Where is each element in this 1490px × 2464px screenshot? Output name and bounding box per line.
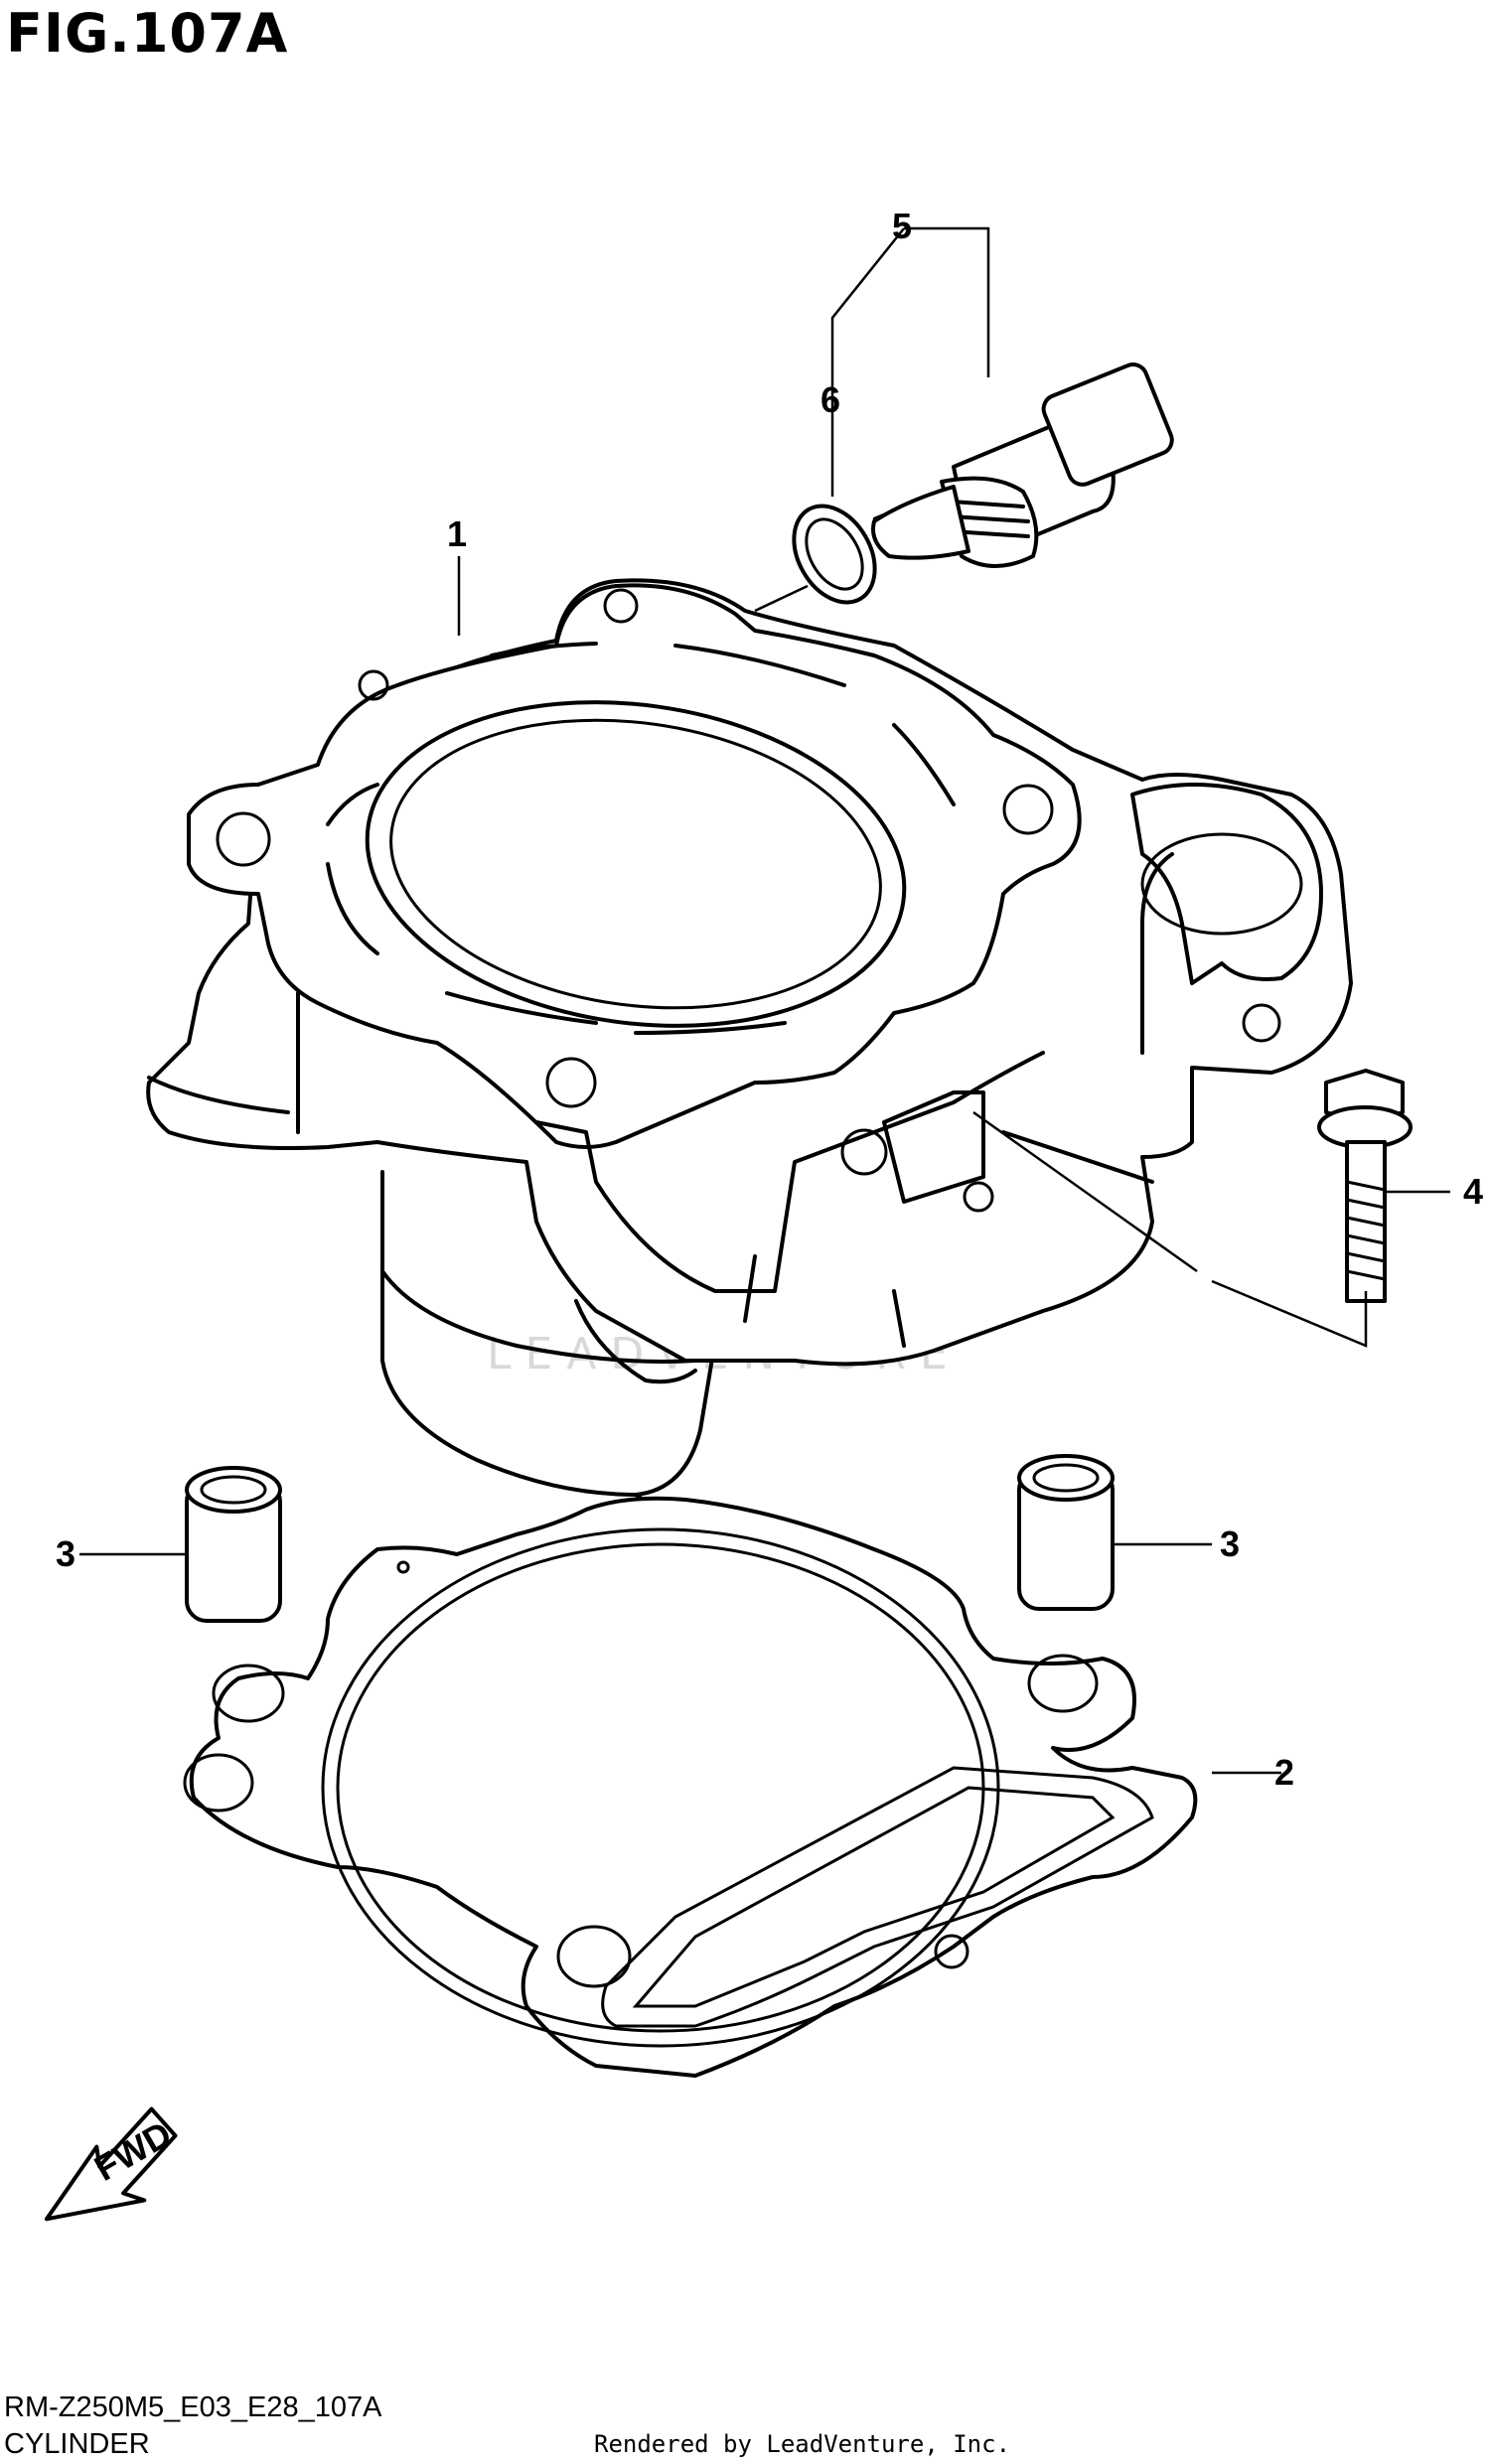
callout-4: 4: [1463, 1171, 1483, 1212]
figure-code: RM-Z250M5_E03_E28_107A: [4, 2392, 382, 2423]
o-ring: [792, 504, 877, 605]
cylinder-base-gasket: [183, 1496, 1198, 2078]
dowel-pin-right: [1017, 1454, 1115, 1611]
figure-name: CYLINDER: [4, 2428, 150, 2460]
callout-1: 1: [447, 513, 467, 554]
callout-3-left: 3: [56, 1533, 75, 1574]
callout-2: 2: [1274, 1752, 1294, 1793]
temperature-sensor: [871, 362, 1174, 568]
dowel-pin-left: [185, 1466, 282, 1623]
rendered-by-credit: Rendered by LeadVenture, Inc.: [594, 2430, 1011, 2458]
callout-3-right: 3: [1220, 1523, 1240, 1564]
bolt: [1317, 1069, 1413, 1303]
fwd-arrow-icon: FWD: [44, 2106, 178, 2222]
leader-lines: [79, 226, 1450, 1775]
callout-5: 5: [892, 206, 912, 246]
cylinder: [146, 578, 1353, 1546]
figure-title: FIG.107A: [6, 2, 289, 65]
callout-6: 6: [820, 379, 840, 420]
